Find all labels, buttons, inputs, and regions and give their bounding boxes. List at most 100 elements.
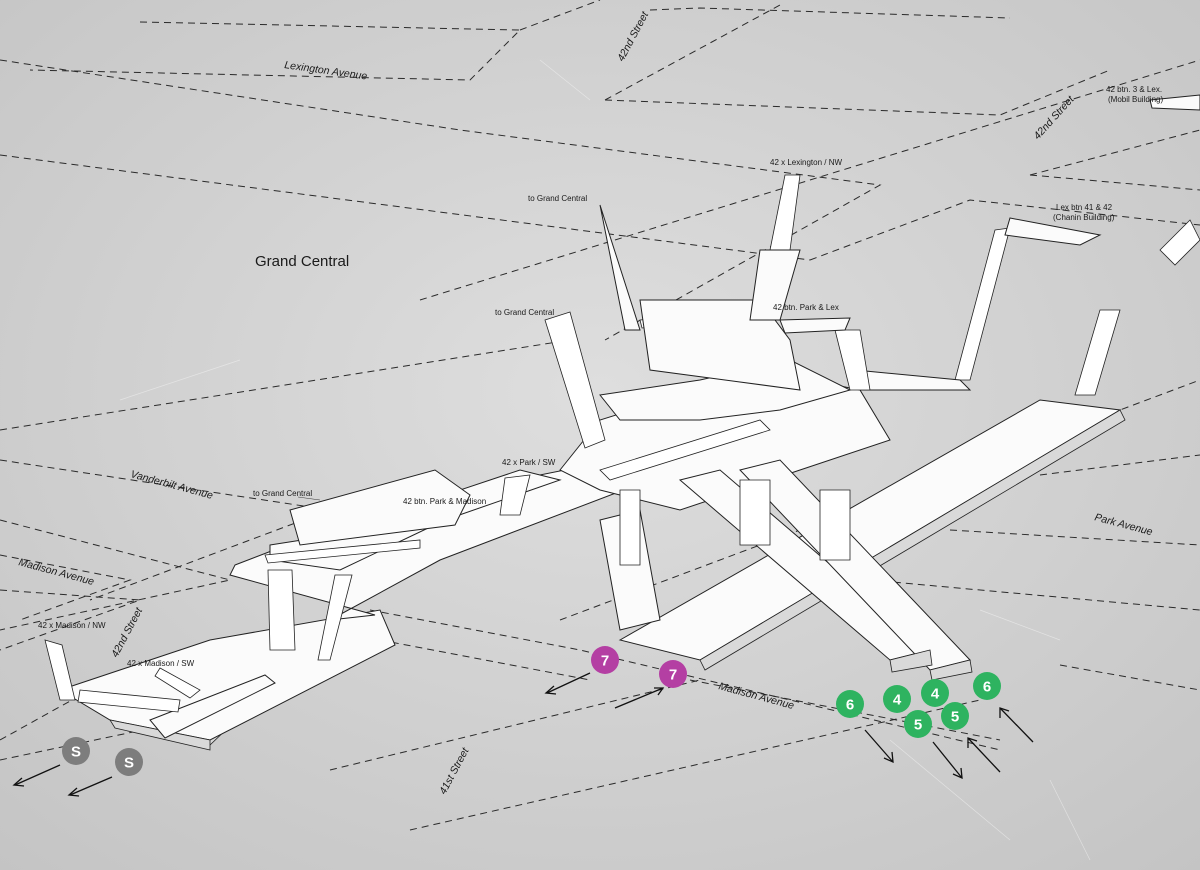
madison-stair-band — [77, 689, 181, 713]
passage-stair-1 — [267, 569, 296, 651]
route-badge-circle — [941, 702, 969, 730]
park-ave-line-3 — [1039, 454, 1200, 476]
diagonal-street-2 — [419, 59, 1200, 301]
to-gc-1-label: to Grand Central — [528, 194, 587, 203]
park-lex-stair — [834, 329, 871, 391]
arrow-s-2 — [67, 776, 113, 797]
route-badge-5: 5 — [904, 710, 932, 738]
route-badge-circle — [62, 737, 90, 765]
st42-top-line-2 — [519, 0, 601, 31]
route-badge-label: S — [71, 744, 81, 761]
arrow-s-1 — [12, 764, 61, 787]
station-structure — [44, 94, 1200, 751]
park-ave-line-1 — [949, 529, 1200, 546]
station-title: Grand Central — [255, 253, 349, 270]
lex-3-label: 42 btn. 3 & Lex. — [1106, 85, 1162, 94]
route-badge-label: 5 — [951, 709, 959, 726]
arrow-6-2 — [999, 707, 1034, 743]
mezzanine-stair-band-1 — [599, 419, 771, 481]
lex-track-end-2 — [929, 659, 973, 681]
arrow-7-1 — [544, 672, 591, 695]
shuttle-edge — [109, 719, 211, 751]
park-lex-label: 42 btn. Park & Lex — [773, 303, 839, 312]
mobil-label: (Mobil Building) — [1108, 95, 1163, 104]
park-lex-landing — [779, 317, 851, 334]
passage-stair-band — [264, 539, 421, 564]
lex-track-end-1 — [889, 649, 933, 673]
route-badge-5: 5 — [941, 702, 969, 730]
route-badge-circle — [921, 679, 949, 707]
route-badge-circle — [115, 748, 143, 776]
to-gc-spike — [599, 204, 641, 331]
route-badge-circle — [659, 660, 687, 688]
route-badge-circle — [973, 672, 1001, 700]
madison-sw-label: 42 x Madison / SW — [127, 659, 195, 668]
route-badge-label: S — [124, 755, 134, 772]
gc-stair-left — [544, 311, 606, 449]
mobil-stair-lower — [1074, 309, 1121, 396]
st42-top-line-1 — [604, 4, 781, 101]
madison-nw-stair — [44, 639, 76, 701]
direction-arrows — [12, 672, 1034, 797]
block-right-bottom — [1029, 174, 1200, 191]
passage-stair-2 — [317, 574, 353, 661]
madison-sw-stair — [154, 667, 201, 699]
block-lex-west — [0, 59, 882, 341]
st42-right-line-1 — [1029, 129, 1200, 176]
vanderbilt-block — [0, 459, 332, 601]
madison-block — [0, 554, 132, 621]
route-badge-6: 6 — [836, 690, 864, 718]
lex-nw-label: 42 x Lexington / NW — [770, 158, 842, 167]
track-trough-side — [699, 409, 1126, 671]
route-badge-label: 7 — [669, 667, 677, 684]
to-gc-3-label: to Grand Central — [253, 489, 312, 498]
route-badge-label: 7 — [601, 653, 609, 670]
flushing-stair — [619, 489, 641, 566]
chanin-label: (Chanin Building) — [1053, 213, 1115, 222]
route-badge-circle — [883, 685, 911, 713]
mobil-landing — [1149, 94, 1200, 111]
route-badge-4: 4 — [883, 685, 911, 713]
arrow-6-1 — [864, 729, 894, 764]
park-sw-label: 42 x Park / SW — [502, 458, 556, 467]
route-badges: S S 7 7 6 4 4 6 5 5 — [62, 646, 1001, 776]
madison-nw-label: 42 x Madison / NW — [38, 621, 106, 630]
arrow-5-2 — [967, 737, 1001, 773]
route-badge-label: 4 — [931, 686, 940, 703]
chanin-landing — [1004, 217, 1102, 246]
st41-line-1 — [329, 679, 701, 771]
route-badge-label: 5 — [914, 717, 922, 734]
route-badge-circle — [836, 690, 864, 718]
route-badge-7: 7 — [659, 660, 687, 688]
route-badge-label: 4 — [893, 692, 902, 709]
route-badge-circle — [591, 646, 619, 674]
park-madison-label: 42 btn. Park & Madison — [403, 497, 486, 506]
entrance-labels: 42 btn. 3 & Lex. (Mobil Building) 42 x L… — [38, 85, 1163, 668]
st41-line-2 — [409, 699, 981, 831]
route-badge-label: 6 — [983, 679, 991, 696]
route-badge-S: S — [115, 748, 143, 776]
block-mid-top — [604, 69, 1111, 116]
arrow-7-2 — [614, 687, 665, 709]
route-badge-circle — [904, 710, 932, 738]
vanderbilt-slab — [289, 469, 471, 546]
route-badge-6: 6 — [973, 672, 1001, 700]
to-gc-3-arrow — [297, 496, 321, 501]
arrow-5-1 — [932, 741, 963, 780]
park-sw-stair — [499, 474, 531, 516]
route-badge-7: 7 — [591, 646, 619, 674]
block-top-right — [649, 7, 1011, 19]
park-ave-line-2 — [869, 579, 1200, 611]
chanin-stair — [954, 227, 1011, 381]
route-badge-S: S — [62, 737, 90, 765]
block-lex-east — [809, 199, 1200, 261]
street-grid — [0, 0, 1200, 831]
vanderbilt-north — [0, 339, 571, 431]
route-badge-label: 6 — [846, 697, 854, 714]
route-badge-4: 4 — [921, 679, 949, 707]
lex-stair-1 — [739, 479, 771, 546]
mobil-stair-upper — [1159, 219, 1200, 266]
shuttle-track-trough — [149, 674, 276, 739]
